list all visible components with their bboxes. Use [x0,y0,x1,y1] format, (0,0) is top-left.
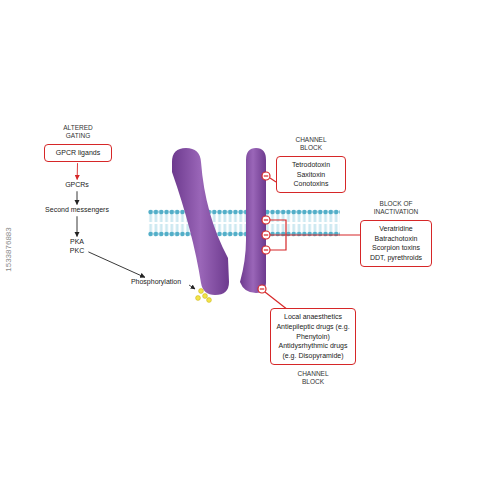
heading-text: ALTERED GATING [58,124,98,141]
block-sites [258,172,270,293]
drug-box: CHANNEL BLOCK Tetrodotoxin Saxitoxin Cono… [276,136,346,193]
phosphate-dot [203,294,208,299]
outlined-box: Veratridine Batrachotoxin Scorpion toxin… [360,220,432,267]
step-label: Phosphorylation [124,278,188,287]
pathway-step: GPCRs [52,181,102,190]
outlined-box: Tetrodotoxin Saxitoxin Conotoxins [276,156,346,193]
pathway-arrow [77,191,78,204]
block-site [262,216,270,224]
text-group: Second messengers [32,206,122,215]
drug-box: ALTERED GATING GPCR ligands [44,124,112,162]
phosphate-groups [196,289,212,303]
agent-list: Tetrodotoxin Saxitoxin Conotoxins [280,160,342,189]
inactivation-bracket [270,220,360,250]
step-label: Second messengers [32,206,122,215]
drug-box: BLOCK OF INACTIVATION Veratridine Batrach… [360,200,432,267]
channel-subunit [172,148,229,295]
block-site [258,285,266,293]
outlined-box: Local anaesthetics Antiepileptic drugs (… [270,308,356,365]
agent-list: Local anaesthetics Antiepileptic drugs (… [274,312,352,361]
pathway-arrow [77,216,78,236]
agent-list: Veratridine Batrachotoxin Scorpion toxin… [364,224,428,263]
drug-box: Local anaesthetics Antiepileptic drugs (… [270,308,356,387]
pathway-arrow [77,163,78,179]
outlined-box: GPCR ligands [44,144,112,162]
phosphate-dot [196,296,201,301]
text-group: GPCRs [52,181,102,190]
heading-group: CHANNEL BLOCK [291,136,331,153]
heading-text: CHANNEL BLOCK [291,136,331,153]
phosphate-dot [199,289,204,294]
heading-group: CHANNEL BLOCK [293,370,333,387]
heading-group: ALTERED GATING [58,124,98,141]
pathway-step: PKA PKC [67,238,87,256]
block-site [262,246,270,254]
heading-text: CHANNEL BLOCK [293,370,333,387]
phosphate-dot [207,298,212,303]
pathway-step: Second messengers [32,206,122,215]
pathway-arrow [88,252,145,278]
heading-text: BLOCK OF INACTIVATION [371,200,421,217]
text-group: Phosphorylation [124,278,188,287]
block-site [262,231,270,239]
block-site [262,172,270,180]
step-label: GPCRs [52,181,102,190]
watermark-id: 1533876883 [4,220,13,280]
pathway-step: Phosphorylation [124,278,188,287]
text-group: PKA PKC [67,238,87,256]
phosphorylation-arrow [189,285,195,289]
step-label: PKA PKC [67,238,87,256]
heading-group: BLOCK OF INACTIVATION [371,200,421,217]
lipid-bilayer [148,209,340,237]
agent-list: GPCR ligands [48,148,108,158]
block-leaders [265,178,360,310]
